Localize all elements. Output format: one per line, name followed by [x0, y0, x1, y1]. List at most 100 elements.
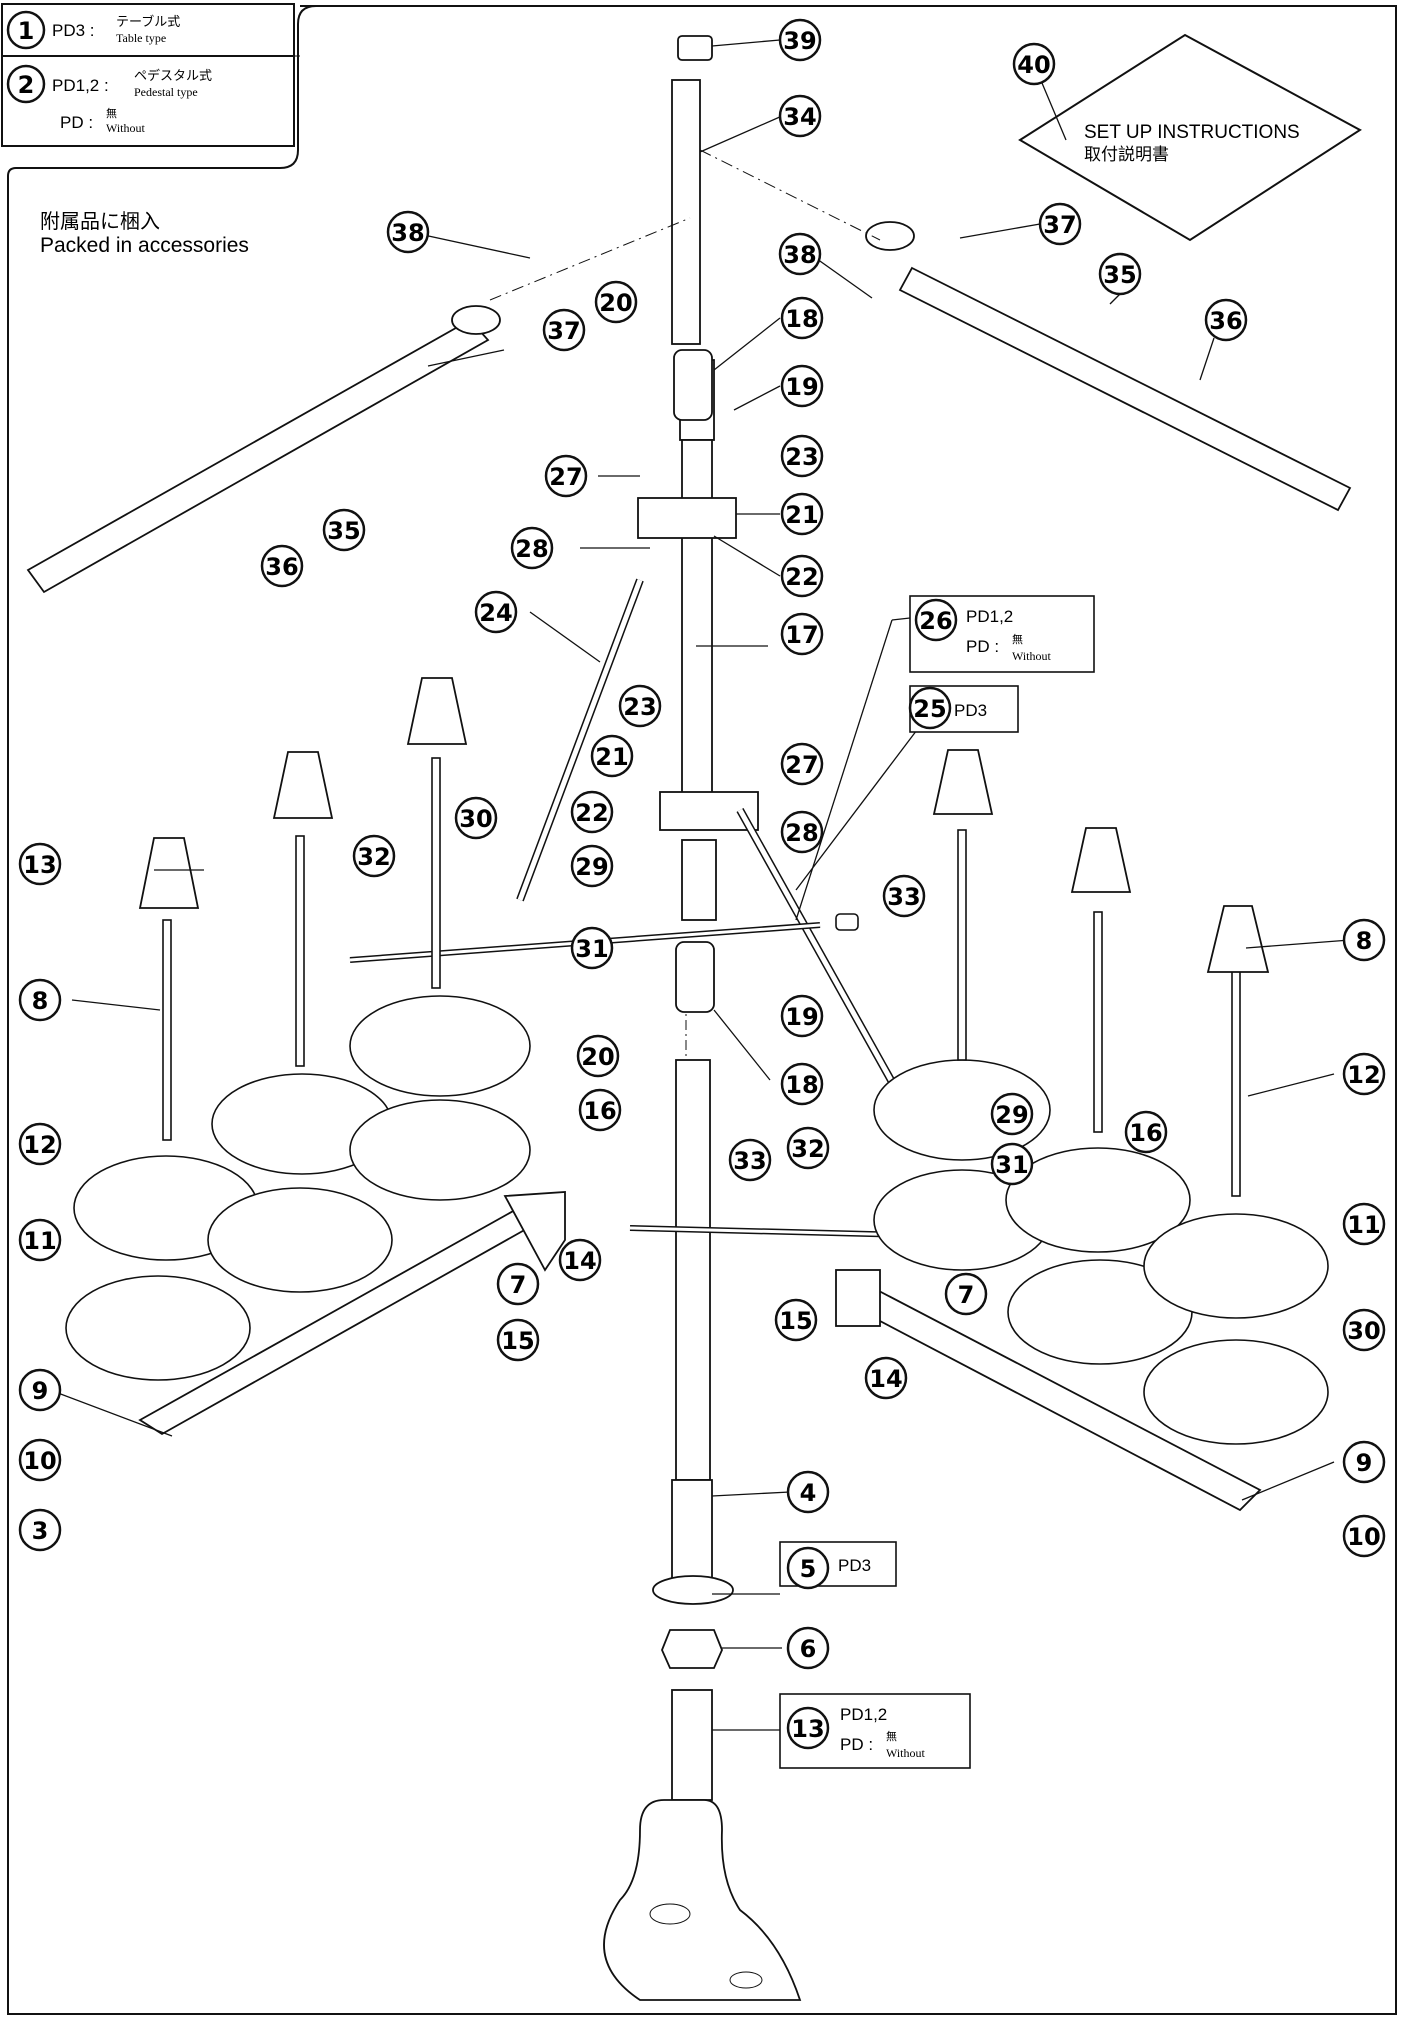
callout-circle [1012, 42, 1056, 86]
callout-circle [780, 810, 824, 854]
callout-circle [728, 1138, 772, 1182]
callout-number: 8 [1356, 927, 1373, 955]
callout-number: 16 [583, 1097, 616, 1125]
note-25: PD3 [954, 701, 987, 720]
callout-number: 30 [459, 805, 492, 833]
callout-number: 38 [783, 241, 816, 269]
callout-circle [352, 834, 396, 878]
callout-circle [780, 296, 824, 340]
arm-left [26, 305, 501, 594]
callout-number: 29 [995, 1101, 1028, 1129]
callout-circle [18, 842, 62, 886]
note-6-pd: PD : [840, 1735, 873, 1754]
callout-circle [990, 1142, 1034, 1186]
callout-number: 13 [791, 1715, 824, 1743]
note-6-ja: 無 [886, 1729, 897, 1743]
callout-circle [780, 554, 824, 598]
callout-number: 4 [800, 1479, 817, 1507]
callout-number: 19 [785, 1003, 818, 1031]
callout-circle [1098, 252, 1142, 296]
callout-circle [18, 1508, 62, 1552]
note-26-code: PD1,2 [966, 607, 1013, 626]
callout-circle [386, 210, 430, 254]
callout-circle [594, 280, 638, 324]
stand-bar-right [835, 1269, 1262, 1512]
callout-circle [260, 544, 304, 588]
callout-circle [780, 994, 824, 1038]
callout-circle [542, 308, 586, 352]
callout-circle [590, 734, 634, 778]
callout-number: 17 [785, 621, 818, 649]
callout-number: 35 [327, 517, 360, 545]
callout-circle [990, 1092, 1034, 1136]
callout-number: 36 [265, 553, 298, 581]
callout-number: 23 [785, 443, 818, 471]
callout-number: 25 [913, 695, 946, 723]
callout-number: 33 [733, 1147, 766, 1175]
callout-circle [496, 1318, 540, 1362]
callout-circle [578, 1088, 622, 1132]
legend-1-number: 1 [18, 17, 35, 45]
callout-number: 9 [1356, 1449, 1373, 1477]
callout-circle [914, 598, 958, 642]
callout-circle [780, 364, 824, 408]
callout-number: 27 [785, 751, 818, 779]
callout-number: 3 [32, 1517, 49, 1545]
note-26-ja: 無 [1012, 632, 1023, 646]
callout-circle [778, 94, 822, 138]
thread-cones [138, 677, 1270, 973]
callout-number: 37 [547, 317, 580, 345]
note-26-pd: PD : [966, 637, 999, 656]
leader-lines [49, 39, 1351, 1731]
plates-right [873, 1059, 1329, 1445]
legend-3-code: PD : [60, 113, 93, 132]
callout-circle [18, 1438, 62, 1482]
callout-circle [1124, 1110, 1168, 1154]
legend-3-en: Without [106, 121, 146, 135]
callout-number: 29 [575, 853, 608, 881]
callout-circle [474, 590, 518, 634]
pole-clamps [637, 349, 759, 1013]
callout-circle [864, 1356, 908, 1400]
callout-number: 21 [595, 743, 628, 771]
callout-number: 31 [575, 935, 608, 963]
callout-number: 11 [23, 1227, 56, 1255]
callout-circle [882, 874, 926, 918]
callout-number: 8 [32, 987, 49, 1015]
callout-number: 20 [581, 1043, 614, 1071]
callout-number: 35 [1103, 261, 1136, 289]
callout-number: 33 [887, 883, 920, 911]
callout-number: 20 [599, 289, 632, 317]
callout-circle [786, 1470, 830, 1514]
callout-number: 19 [785, 373, 818, 401]
setup-instructions-sheet: SET UP INSTRUCTIONS 取付説明書 [1018, 33, 1362, 242]
callout-number: 24 [479, 599, 512, 627]
callout-number: 31 [995, 1151, 1028, 1179]
callout-number: 11 [1347, 1211, 1380, 1239]
callout-circle [1204, 298, 1248, 342]
callout-number: 14 [563, 1247, 596, 1275]
callout-circle [570, 926, 614, 970]
callout-number: 18 [785, 305, 818, 333]
callout-circle [322, 508, 366, 552]
note-6-en: Without [886, 1746, 926, 1760]
note-4: PD3 [838, 1556, 871, 1575]
callout-circle [454, 796, 498, 840]
setup-ja: 取付説明書 [1084, 145, 1169, 165]
diagram-frame [7, 5, 1397, 2015]
setup-en: SET UP INSTRUCTIONS [1084, 122, 1300, 143]
callout-number: 22 [575, 799, 608, 827]
callout-circle [944, 1272, 988, 1316]
callout-circle [496, 1262, 540, 1306]
callout-number: 28 [785, 819, 818, 847]
legend-2-number: 2 [18, 71, 35, 99]
callout-number: 36 [1209, 307, 1242, 335]
plates-left [65, 995, 531, 1381]
callout-number: 7 [958, 1281, 975, 1309]
callout-circle [786, 1546, 830, 1590]
callout-circle [780, 1062, 824, 1106]
arm-right [865, 221, 1352, 512]
callout-number: 32 [791, 1135, 824, 1163]
callout-number: 37 [1043, 211, 1076, 239]
